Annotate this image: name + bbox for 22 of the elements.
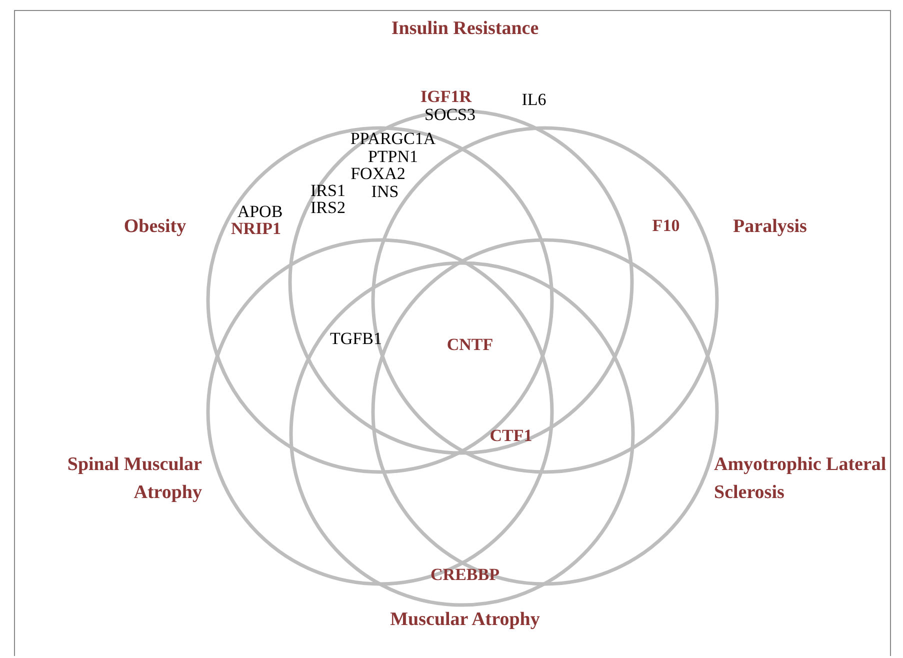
set-label: Muscular Atrophy: [389, 608, 541, 632]
gene-label: F10: [652, 217, 680, 235]
gene-label: IRS2: [310, 199, 346, 217]
gene-label: PTPN1: [368, 148, 418, 166]
gene-label: APOB: [237, 203, 283, 221]
gene-label: SOCS3: [424, 106, 476, 124]
gene-label: IRS1: [310, 182, 346, 200]
gene-label: IL6: [522, 91, 546, 109]
set-label: Amyotrophic Lateral Sclerosis: [714, 453, 888, 505]
gene-label: PPARGC1A: [350, 130, 436, 148]
set-label: Insulin Resistance: [390, 17, 540, 41]
gene-label: FOXA2: [350, 165, 406, 183]
gene-label: CNTF: [446, 336, 494, 354]
gene-label: CREBBP: [430, 566, 500, 584]
set-label: Obesity: [122, 215, 188, 239]
gene-label: TGFB1: [330, 330, 382, 348]
set-label: Spinal Muscular Atrophy: [66, 453, 202, 505]
gene-label: CTF1: [490, 427, 532, 445]
gene-label: INS: [371, 183, 399, 201]
gene-label: IGF1R: [420, 88, 472, 106]
gene-label: NRIP1: [230, 220, 282, 238]
set-label: Paralysis: [732, 215, 808, 239]
